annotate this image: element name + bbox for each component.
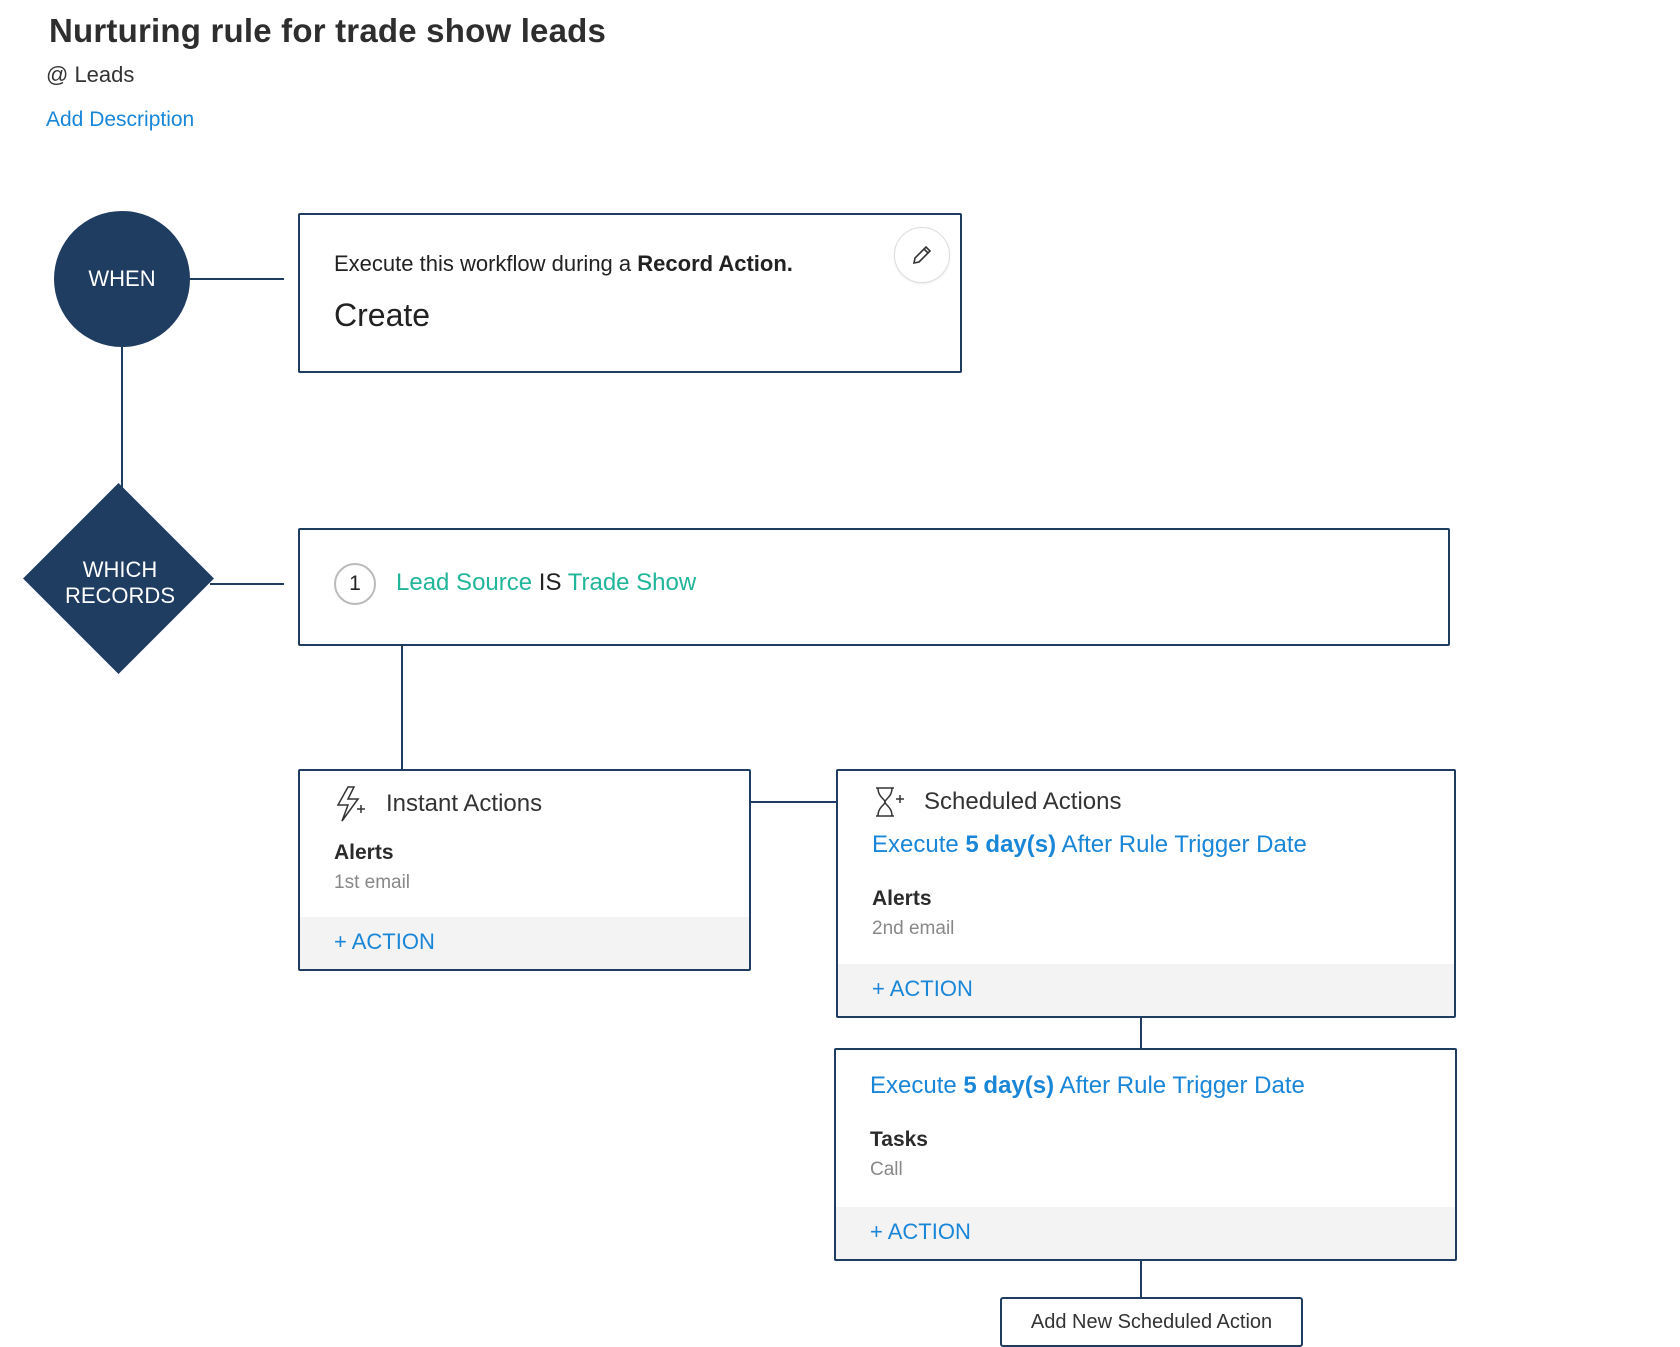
execute-suffix: After Rule Trigger Date [1059, 1072, 1305, 1099]
instant-actions-footer: + ACTION [300, 917, 749, 969]
edit-button[interactable] [894, 227, 950, 283]
scheduled-action-name[interactable]: 2nd email [872, 918, 955, 939]
lightning-plus-icon [336, 786, 365, 822]
instant-actions-header: Instant Actions [334, 785, 542, 823]
connector-line [190, 278, 284, 280]
when-node: WHEN [54, 211, 190, 347]
record-action-bold: Record Action. [637, 251, 793, 276]
scheduled-actions-title: Scheduled Actions [924, 788, 1122, 815]
record-action-description: Execute this workflow during a Record Ac… [334, 251, 793, 277]
add-description-link[interactable]: Add Description [46, 108, 195, 131]
instant-action-type[interactable]: Alerts [334, 841, 394, 864]
module-label: @ Leads [46, 62, 135, 87]
which-label-line1: WHICH [82, 557, 158, 582]
execute-prefix: Execute [870, 1072, 957, 1099]
pencil-icon [912, 245, 932, 265]
add-new-scheduled-action-button[interactable]: Add New Scheduled Action [1000, 1297, 1303, 1347]
add-scheduled-action-button[interactable]: + ACTION [870, 1219, 971, 1244]
criteria-value: Trade Show [567, 569, 697, 596]
record-action-value: Create [334, 297, 431, 333]
record-action-prefix: Execute this workflow during a [334, 251, 632, 276]
scheduled-actions-card: Execute 5 day(s) After Rule Trigger Date… [834, 1048, 1457, 1261]
scheduled-execute-link[interactable]: Execute 5 day(s) After Rule Trigger Date [872, 831, 1307, 859]
connector-line [1140, 1260, 1142, 1298]
criteria-number: 1 [334, 563, 376, 605]
add-instant-action-button[interactable]: + ACTION [334, 929, 435, 954]
instant-action-name[interactable]: 1st email [334, 872, 411, 893]
which-label-line2: RECORDS [64, 583, 175, 608]
when-label: WHEN [88, 266, 156, 291]
scheduled-execute-link[interactable]: Execute 5 day(s) After Rule Trigger Date [870, 1072, 1305, 1100]
connector-line [210, 583, 284, 585]
instant-actions-title: Instant Actions [386, 790, 543, 817]
execute-suffix: After Rule Trigger Date [1061, 831, 1307, 858]
scheduled-actions-header: Scheduled Actions [872, 785, 1121, 819]
scheduled-actions-card: Scheduled Actions Execute 5 day(s) After… [836, 769, 1456, 1018]
execute-prefix: Execute [872, 831, 959, 858]
scheduled-action-type[interactable]: Alerts [872, 887, 932, 910]
connector-line [1140, 1017, 1142, 1049]
scheduled-action-type[interactable]: Tasks [870, 1128, 928, 1151]
criteria-field: Lead Source [396, 569, 533, 596]
scheduled-action-name[interactable]: Call [870, 1159, 903, 1180]
scheduled-actions-footer: + ACTION [836, 1207, 1455, 1259]
connector-line [401, 645, 403, 769]
execute-duration: 5 day(s) [963, 1072, 1055, 1099]
instant-actions-card: Instant Actions Alerts 1st email + ACTIO… [298, 769, 751, 971]
add-scheduled-action-button[interactable]: + ACTION [872, 976, 973, 1001]
scheduled-actions-footer: + ACTION [838, 964, 1454, 1016]
page-title: Nurturing rule for trade show leads [49, 12, 607, 49]
which-records-label: WHICH RECORDS [40, 557, 200, 609]
criteria-card[interactable]: 1 Lead Source IS Trade Show [298, 528, 1450, 646]
record-action-card: Execute this workflow during a Record Ac… [298, 213, 962, 373]
connector-line [121, 347, 123, 497]
hourglass-plus-icon [876, 787, 904, 817]
connector-line [750, 801, 836, 803]
execute-duration: 5 day(s) [965, 831, 1057, 858]
criteria-operator: IS [538, 569, 562, 596]
criteria-text: Lead Source IS Trade Show [396, 569, 696, 597]
